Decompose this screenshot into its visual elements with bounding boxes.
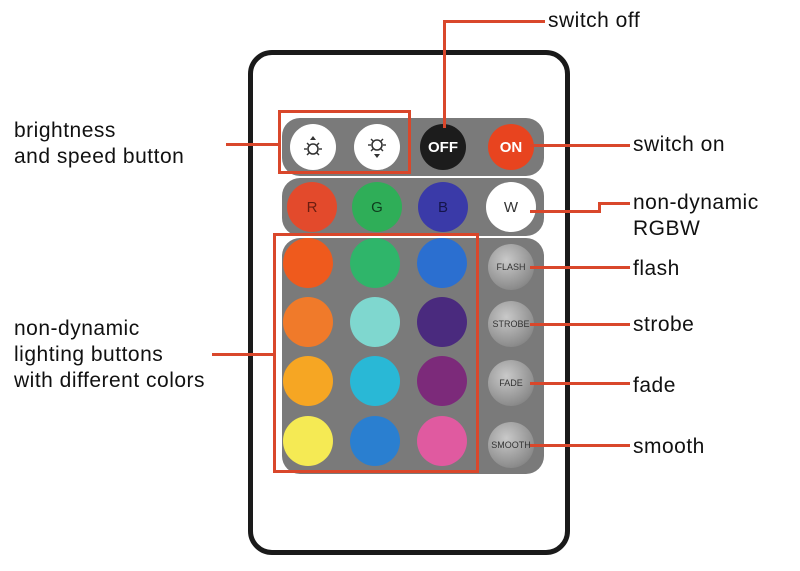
blue-button[interactable]: B [418,182,468,232]
flash-button[interactable]: FLASH [488,244,534,290]
rgbw-label-line1: non-dynamic [633,191,759,214]
smooth-label: smooth [633,435,705,458]
switch-off-leader-line [443,20,446,128]
brightness-label-line2: and speed button [14,145,185,168]
rgbw-label-line2: RGBW [633,217,701,240]
smooth-leader-line [530,444,630,447]
off-button[interactable]: OFF [420,124,466,170]
rgbw-leader-line [530,210,600,213]
sun-down-icon [368,138,386,158]
color-button[interactable] [417,238,467,288]
color-button[interactable] [350,238,400,288]
brightness-up-button[interactable] [290,124,336,170]
color-button[interactable] [283,238,333,288]
smooth-button[interactable]: SMOOTH [488,422,534,468]
green-button[interactable]: G [352,182,402,232]
flash-label: flash [633,257,680,280]
rgbw-leader-line [598,202,630,205]
brightness-leader-line [226,143,280,146]
switch-off-label: switch off [548,9,641,32]
on-button[interactable]: ON [488,124,534,170]
strobe-leader-line [530,323,630,326]
color-button[interactable] [283,356,333,406]
lighting-label-line2: lighting buttons [14,343,164,366]
lighting-highlight-box [273,233,479,473]
switch-off-leader-line [443,20,545,23]
color-button[interactable] [417,416,467,466]
color-button[interactable] [283,297,333,347]
brightness-label-line1: brightness [14,119,116,142]
fade-label: fade [633,374,676,397]
lighting-leader-line [212,353,275,356]
strobe-button[interactable]: STROBE [488,301,534,347]
lighting-label-line1: non-dynamic [14,317,140,340]
brightness-down-button[interactable] [354,124,400,170]
fade-button[interactable]: FADE [488,360,534,406]
color-button[interactable] [417,356,467,406]
flash-leader-line [530,266,630,269]
color-button[interactable] [350,297,400,347]
switch-on-label: switch on [633,133,726,156]
color-button[interactable] [350,416,400,466]
fade-leader-line [530,382,630,385]
strobe-label: strobe [633,313,695,336]
color-button[interactable] [283,416,333,466]
brightness-highlight-box [278,110,411,174]
sun-up-icon [304,136,322,156]
rgbw-leader-line [598,202,601,213]
color-button[interactable] [417,297,467,347]
lighting-label-line3: with different colors [14,369,206,392]
switch-on-leader-line [530,144,630,147]
white-button[interactable]: W [486,182,536,232]
red-button[interactable]: R [287,182,337,232]
color-button[interactable] [350,356,400,406]
